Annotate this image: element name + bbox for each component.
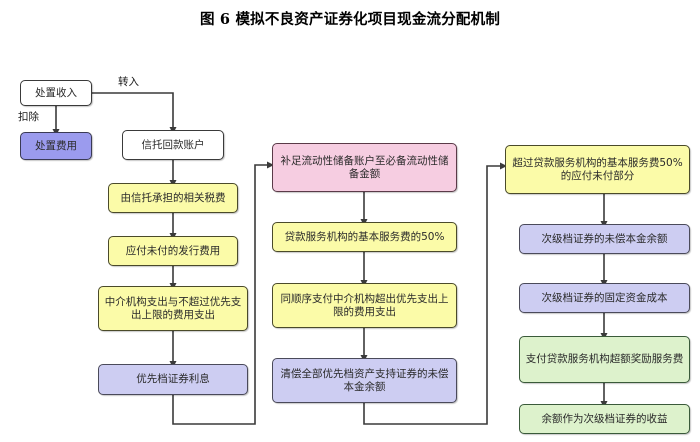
node-trust-taxes[interactable]: 由信托承担的相关税费 [108,183,238,213]
node-liquidity-reserve[interactable]: 补足流动性储备账户至必备流动性储备金额 [272,143,457,192]
node-servicer-over-50[interactable]: 超过贷款服务机构的基本服务费50%的应付未付部分 [505,145,690,194]
node-sub-principal[interactable]: 次级档证券的未偿本金余额 [519,224,690,254]
edge-label-deduct: 扣除 [18,111,39,123]
node-issuance-fee[interactable]: 应付未付的发行费用 [108,236,238,266]
node-sub-fixed-cost[interactable]: 次级档证券的固定资金成本 [519,283,690,313]
page-title: 图 6 模拟不良资产证券化项目现金流分配机制 [199,11,501,28]
node-servicer-base-50[interactable]: 贷款服务机构的基本服务费的50% [272,222,457,252]
node-senior-interest[interactable]: 优先档证券利息 [98,364,248,395]
node-senior-principal[interactable]: 清偿全部优先档资产支持证券的未偿本金余额 [272,358,457,403]
edge-label-transfer-in: 转入 [118,76,139,88]
node-disposal-income[interactable]: 处置收入 [20,80,92,106]
node-disposal-fee[interactable]: 处置费用 [20,132,92,160]
node-intermediary-fee[interactable]: 中介机构支出与不超过优先支出上限的费用支出 [98,286,248,331]
node-trust-account[interactable]: 信托回款账户 [122,130,224,160]
node-intermediary-excess[interactable]: 同顺序支付中介机构超出优先支出上限的费用支出 [272,283,457,328]
node-residual-sub-return[interactable]: 余额作为次级档证券的收益 [519,404,690,434]
node-servicer-bonus[interactable]: 支付贷款服务机构超额奖励服务费 [519,336,690,383]
